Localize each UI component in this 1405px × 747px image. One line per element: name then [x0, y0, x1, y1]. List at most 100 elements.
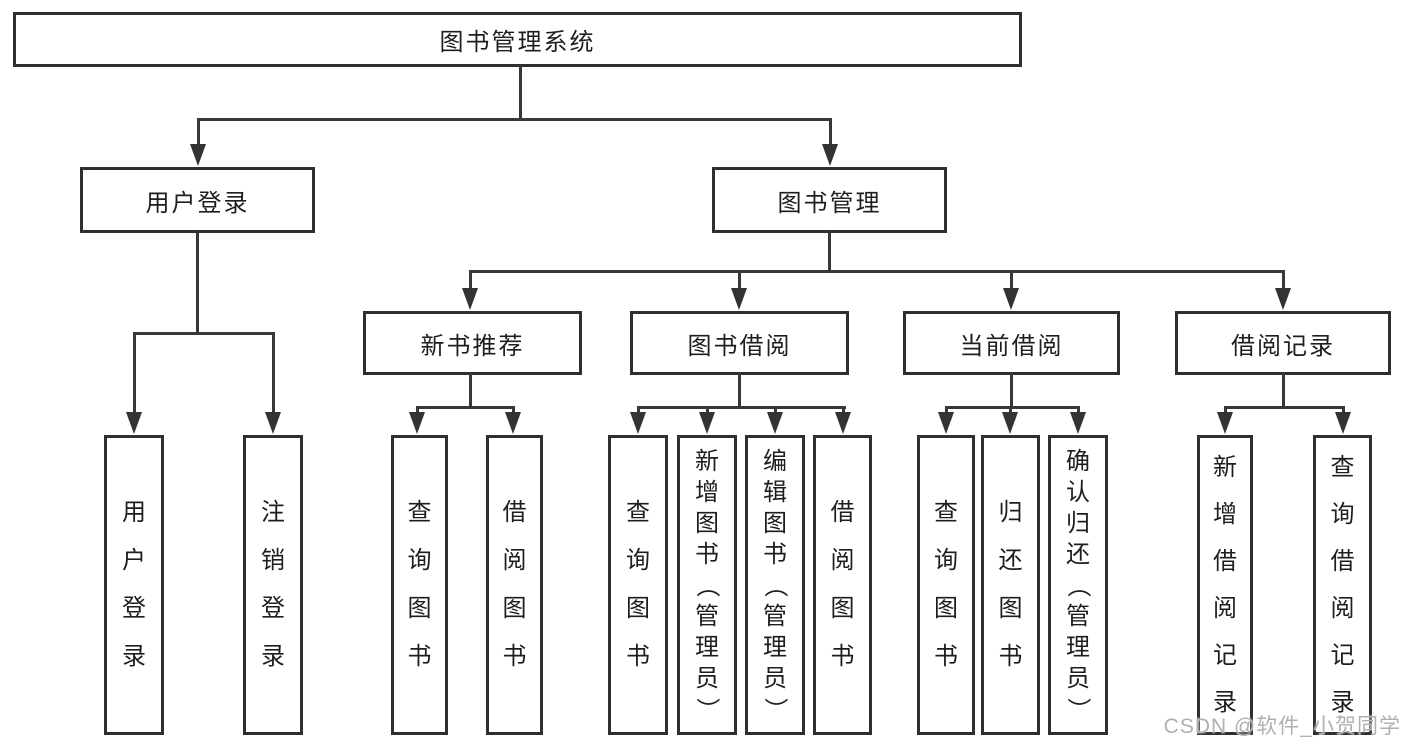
leaf-query-borrow-record: 查询借阅记录	[1313, 435, 1372, 735]
arrow-shaft	[842, 406, 845, 414]
vertical-char: 户	[122, 547, 146, 574]
arrow-down-icon	[1335, 412, 1351, 434]
arrow-shaft	[512, 406, 515, 414]
arrow-shaft	[706, 406, 709, 414]
connector-line-h	[638, 406, 846, 409]
connector-line-v	[1010, 373, 1013, 409]
vertical-char: 录	[1213, 689, 1237, 716]
arrow-down-icon	[731, 288, 747, 310]
vertical-char: 记	[1330, 642, 1355, 669]
vertical-char: 查	[407, 499, 432, 526]
vertical-char: 阅	[830, 547, 855, 574]
connector-line-v	[828, 231, 831, 273]
vertical-char: 新	[695, 447, 719, 475]
arrow-shaft	[1077, 406, 1080, 414]
vertical-char: 书	[695, 540, 719, 568]
arrow-shaft	[272, 332, 275, 414]
vertical-char: 注	[261, 499, 285, 526]
vertical-char: 书	[934, 643, 958, 670]
arrow-shaft	[133, 332, 136, 414]
vertical-char: 销	[261, 547, 285, 574]
arrow-down-icon	[126, 412, 142, 434]
node-new-book-recommend: 新书推荐	[363, 311, 582, 375]
vertical-char: 借	[1330, 548, 1355, 575]
vertical-char: 管	[1066, 602, 1090, 630]
vertical-char: 阅	[502, 547, 527, 574]
vertical-char: 书	[830, 643, 855, 670]
arrow-shaft	[774, 406, 777, 414]
connector-line-v	[738, 373, 741, 409]
vertical-char: ）	[1064, 697, 1092, 721]
node-book-management: 图书管理	[712, 167, 947, 233]
vertical-char: 编	[763, 447, 787, 475]
connector-line-v	[519, 66, 522, 120]
vertical-char: 阅	[1213, 595, 1237, 622]
vertical-char: 阅	[1330, 595, 1355, 622]
vertical-char: （	[761, 573, 789, 597]
connector-line-v	[196, 231, 199, 335]
vertical-char: 录	[122, 643, 146, 670]
leaf-query-books-current: 查询图书	[917, 435, 975, 735]
vertical-char: 借	[830, 499, 855, 526]
vertical-char: （	[693, 573, 721, 597]
arrow-shaft	[1224, 406, 1227, 414]
arrow-down-icon	[265, 412, 281, 434]
vertical-char: （	[1064, 573, 1092, 597]
vertical-char: 新	[1213, 454, 1237, 481]
connector-line-h	[1225, 406, 1345, 409]
arrow-shaft	[469, 270, 472, 290]
node-borrow-records: 借阅记录	[1175, 311, 1391, 375]
vertical-char: 借	[1213, 548, 1237, 575]
arrow-down-icon	[630, 412, 646, 434]
vertical-char: 记	[1213, 642, 1237, 669]
arrow-shaft	[197, 118, 200, 146]
vertical-char: 书	[998, 643, 1023, 670]
root-node: 图书管理系统	[13, 12, 1022, 67]
vertical-char: 增	[1213, 501, 1237, 528]
vertical-char: 员	[695, 664, 719, 692]
arrow-down-icon	[938, 412, 954, 434]
vertical-char: 登	[261, 595, 285, 622]
vertical-char: 询	[934, 547, 958, 574]
node-user-login: 用户登录	[80, 167, 315, 233]
connector-line-h	[417, 406, 515, 409]
connector-line-h	[198, 118, 832, 121]
arrow-down-icon	[1275, 288, 1291, 310]
vertical-char: 查	[934, 499, 958, 526]
vertical-char: 还	[998, 547, 1023, 574]
arrow-shaft	[738, 270, 741, 290]
leaf-query-books-borrow: 查询图书	[608, 435, 668, 735]
arrow-shaft	[829, 118, 832, 146]
vertical-char: 理	[695, 633, 719, 661]
connector-line-h	[134, 332, 275, 335]
vertical-char: 询	[1330, 501, 1355, 528]
arrow-down-icon	[1002, 412, 1018, 434]
vertical-char: 录	[1330, 689, 1355, 716]
vertical-char: 增	[695, 478, 719, 506]
arrow-down-icon	[1003, 288, 1019, 310]
vertical-char: 图	[763, 509, 787, 537]
vertical-char: 认	[1066, 478, 1090, 506]
arrow-down-icon	[822, 144, 838, 166]
arrow-down-icon	[1070, 412, 1086, 434]
leaf-query-books-recommend: 查询图书	[391, 435, 448, 735]
arrow-shaft	[1282, 270, 1285, 290]
arrow-shaft	[637, 406, 640, 414]
connector-line-h	[946, 406, 1080, 409]
vertical-char: 归	[1066, 509, 1090, 537]
vertical-char: 书	[763, 540, 787, 568]
vertical-char: 图	[830, 595, 855, 622]
arrow-down-icon	[699, 412, 715, 434]
vertical-char: 询	[407, 547, 432, 574]
vertical-char: 用	[122, 499, 146, 526]
leaf-return-books: 归还图书	[981, 435, 1040, 735]
vertical-char: 员	[1066, 664, 1090, 692]
leaf-edit-book-admin: 编辑图书（管理员）	[745, 435, 805, 735]
arrow-down-icon	[1217, 412, 1233, 434]
arrow-shaft	[1009, 406, 1012, 414]
connector-line-h	[470, 270, 1285, 273]
arrow-down-icon	[505, 412, 521, 434]
leaf-confirm-return-admin: 确认归还（管理员）	[1048, 435, 1108, 735]
leaf-borrow-books: 借阅图书	[813, 435, 872, 735]
vertical-char: 管	[695, 602, 719, 630]
